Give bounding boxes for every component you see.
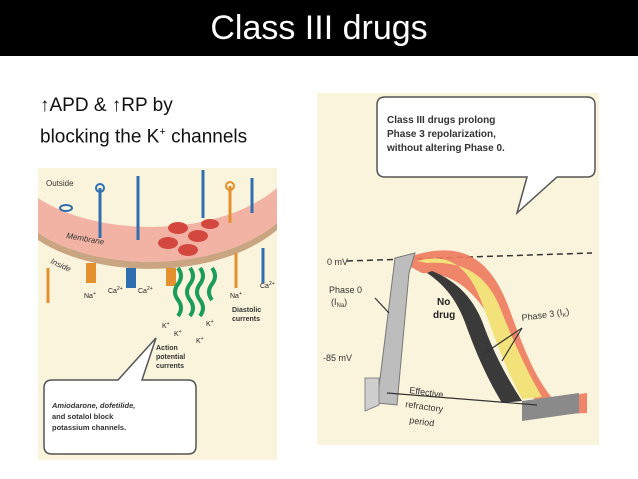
baseline-left [364,377,380,412]
callout-bubble [43,337,197,455]
slide-title: Class III drugs [210,8,428,47]
phase3-arrow-2 [501,327,523,362]
ion-na-left: Na+ [84,291,96,300]
label-action: Action [156,345,178,352]
phase-0-upstroke [376,252,416,406]
label-outside: Outside [46,179,74,188]
label-zero-mv: 0 mV [327,257,348,267]
phase3-arrow-1 [481,327,523,356]
callout-bubble-right [376,96,596,216]
bullet-line-2-prefix: blocking the K [40,126,160,148]
label-action-currents: currents [156,363,184,370]
callout-right-line-1: Class III drugs prolong [387,115,495,126]
ion-k-2: K+ [174,329,182,338]
red-cells-icon [158,219,219,256]
baseline-right [522,393,579,421]
bullet-text: ↑APD & ↑RP by blocking the K+ channels [40,93,300,150]
label-drug: drug [433,310,455,321]
curve-highlight [417,258,542,399]
label-diastolic-currents: currents [232,316,260,323]
title-bar: Class III drugs [0,0,638,56]
phase0-arrow [374,297,390,314]
membrane-band [38,188,277,262]
no-drug-curve [427,271,522,403]
callout-right-line-3: without altering Phase 0. [386,143,505,154]
callout-right-line-2: Phase 3 repolarization, [387,129,496,140]
bullet-line-2: blocking the K+ channels [40,119,300,150]
ion-channel-figure: Outside Membrane Inside Na+ Ca2+ Ca2+ Ca… [38,168,277,460]
ion-k-1: K+ [162,321,170,330]
k-superscript: + [159,126,166,138]
label-diastolic: Diastolic [232,307,261,314]
callout-line-2: and sotalol block [52,412,114,421]
membrane-inner-edge [38,223,277,269]
ion-k-3: K+ [196,336,204,345]
ion-na-right: Na+ [230,291,242,300]
ion-ca-2: Ca2+ [138,286,153,295]
bullet-line-2-suffix: channels [165,126,248,148]
ion-ca-1: Ca2+ [108,286,123,295]
ion-k-4: K+ [206,319,214,328]
outside-channels-icon [59,170,254,240]
ion-ca-right: Ca2+ [260,281,275,290]
label-potential: potential [156,354,185,361]
callout-line-3: potassium channels. [52,423,126,432]
bullet-line-1: ↑APD & ↑RP by [40,95,173,116]
callout-line-1: Amiodarone, dofetilide, [51,401,135,410]
action-potential-figure: Class III drugs prolong Phase 3 repolari… [317,93,599,445]
label-effective: Effective [409,385,444,400]
erp-arrow [386,392,538,406]
label-no: No [437,297,450,308]
potassium-channels-icon [173,266,217,318]
label-phase-0-current: (INa) [331,297,347,309]
label-phase-0: Phase 0 [329,285,362,295]
label-minus-85-mv: -85 mV [323,353,352,363]
label-period: period [409,415,435,428]
inside-channels-icon [46,248,265,303]
